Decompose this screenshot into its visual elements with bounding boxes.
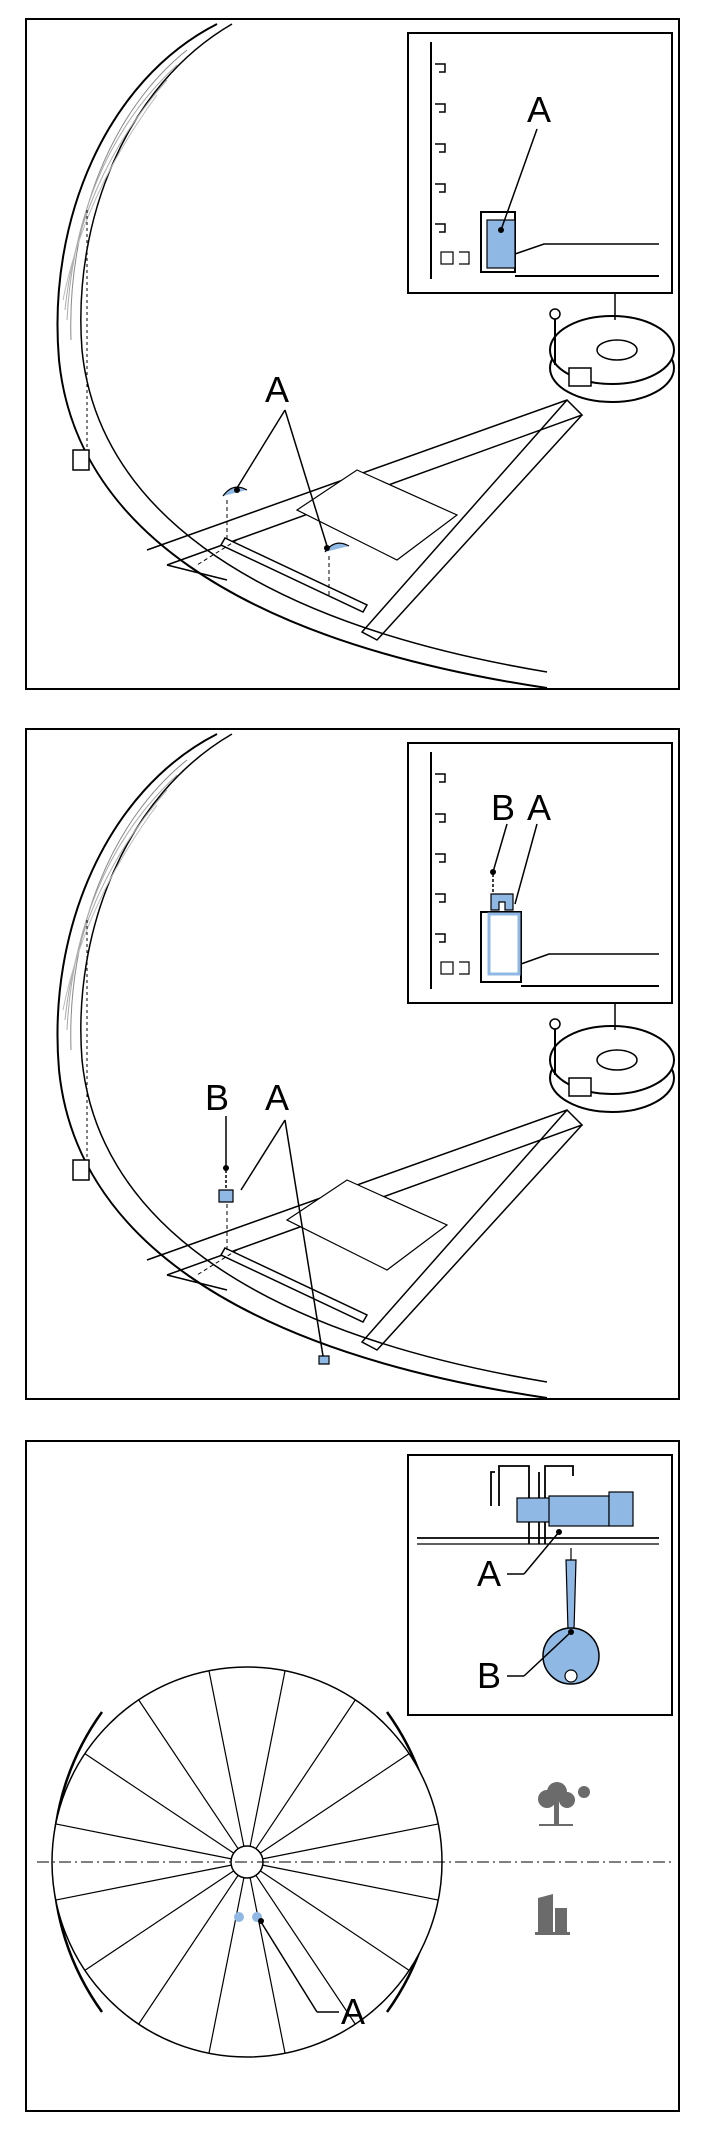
step-2-detail-inset: B A (407, 742, 673, 1004)
inset-label-a: A (477, 1553, 502, 1594)
wheel-spoke (55, 1864, 232, 1901)
inset-label-b: B (491, 787, 516, 828)
main-label-b: B (205, 1077, 230, 1118)
step-3-panel: A A B (25, 1440, 680, 2112)
inset-label-a: A (527, 787, 552, 828)
wheel-spoke (138, 1874, 239, 2025)
step-2-detail-drawing (430, 752, 659, 989)
step-3-detail-drawing (417, 1465, 659, 1685)
wheel-spoke (259, 1870, 410, 1971)
inset-label-b: B (477, 1655, 502, 1696)
wheel-spoke (55, 1823, 232, 1860)
wheel-spoke (255, 1874, 356, 2025)
main-label-a: A (265, 369, 290, 410)
wheel-spoke (262, 1823, 439, 1860)
step-2-panel: B A B A (25, 728, 680, 1400)
wheel-spoke (249, 1877, 286, 2054)
step-1-drawing (56, 23, 675, 688)
wheel-spoke (259, 1753, 410, 1854)
step-3-detail-inset: A B (407, 1454, 673, 1716)
wheel-spoke (262, 1864, 439, 1901)
wheel-spoke (84, 1870, 235, 1971)
wheel-spoke (138, 1699, 239, 1850)
wheel-spoke (249, 1670, 286, 1847)
wheel-spoke (84, 1753, 235, 1854)
indoor-building-icon (535, 1894, 570, 1935)
main-label-a: A (265, 1077, 290, 1118)
wheel-spoke (208, 1877, 245, 2054)
step-1-detail-drawing (430, 42, 659, 279)
step-3-drawing (37, 1666, 672, 2058)
step-1-panel: A A (25, 18, 680, 690)
wheel-spoke (208, 1670, 245, 1847)
wheel-spoke (255, 1699, 356, 1850)
outdoor-tree-icon (538, 1782, 590, 1826)
inset-label-a: A (527, 89, 552, 130)
step-1-detail-inset: A (407, 32, 673, 294)
step-2-drawing (56, 733, 675, 1398)
main-label-a: A (341, 1991, 366, 2032)
